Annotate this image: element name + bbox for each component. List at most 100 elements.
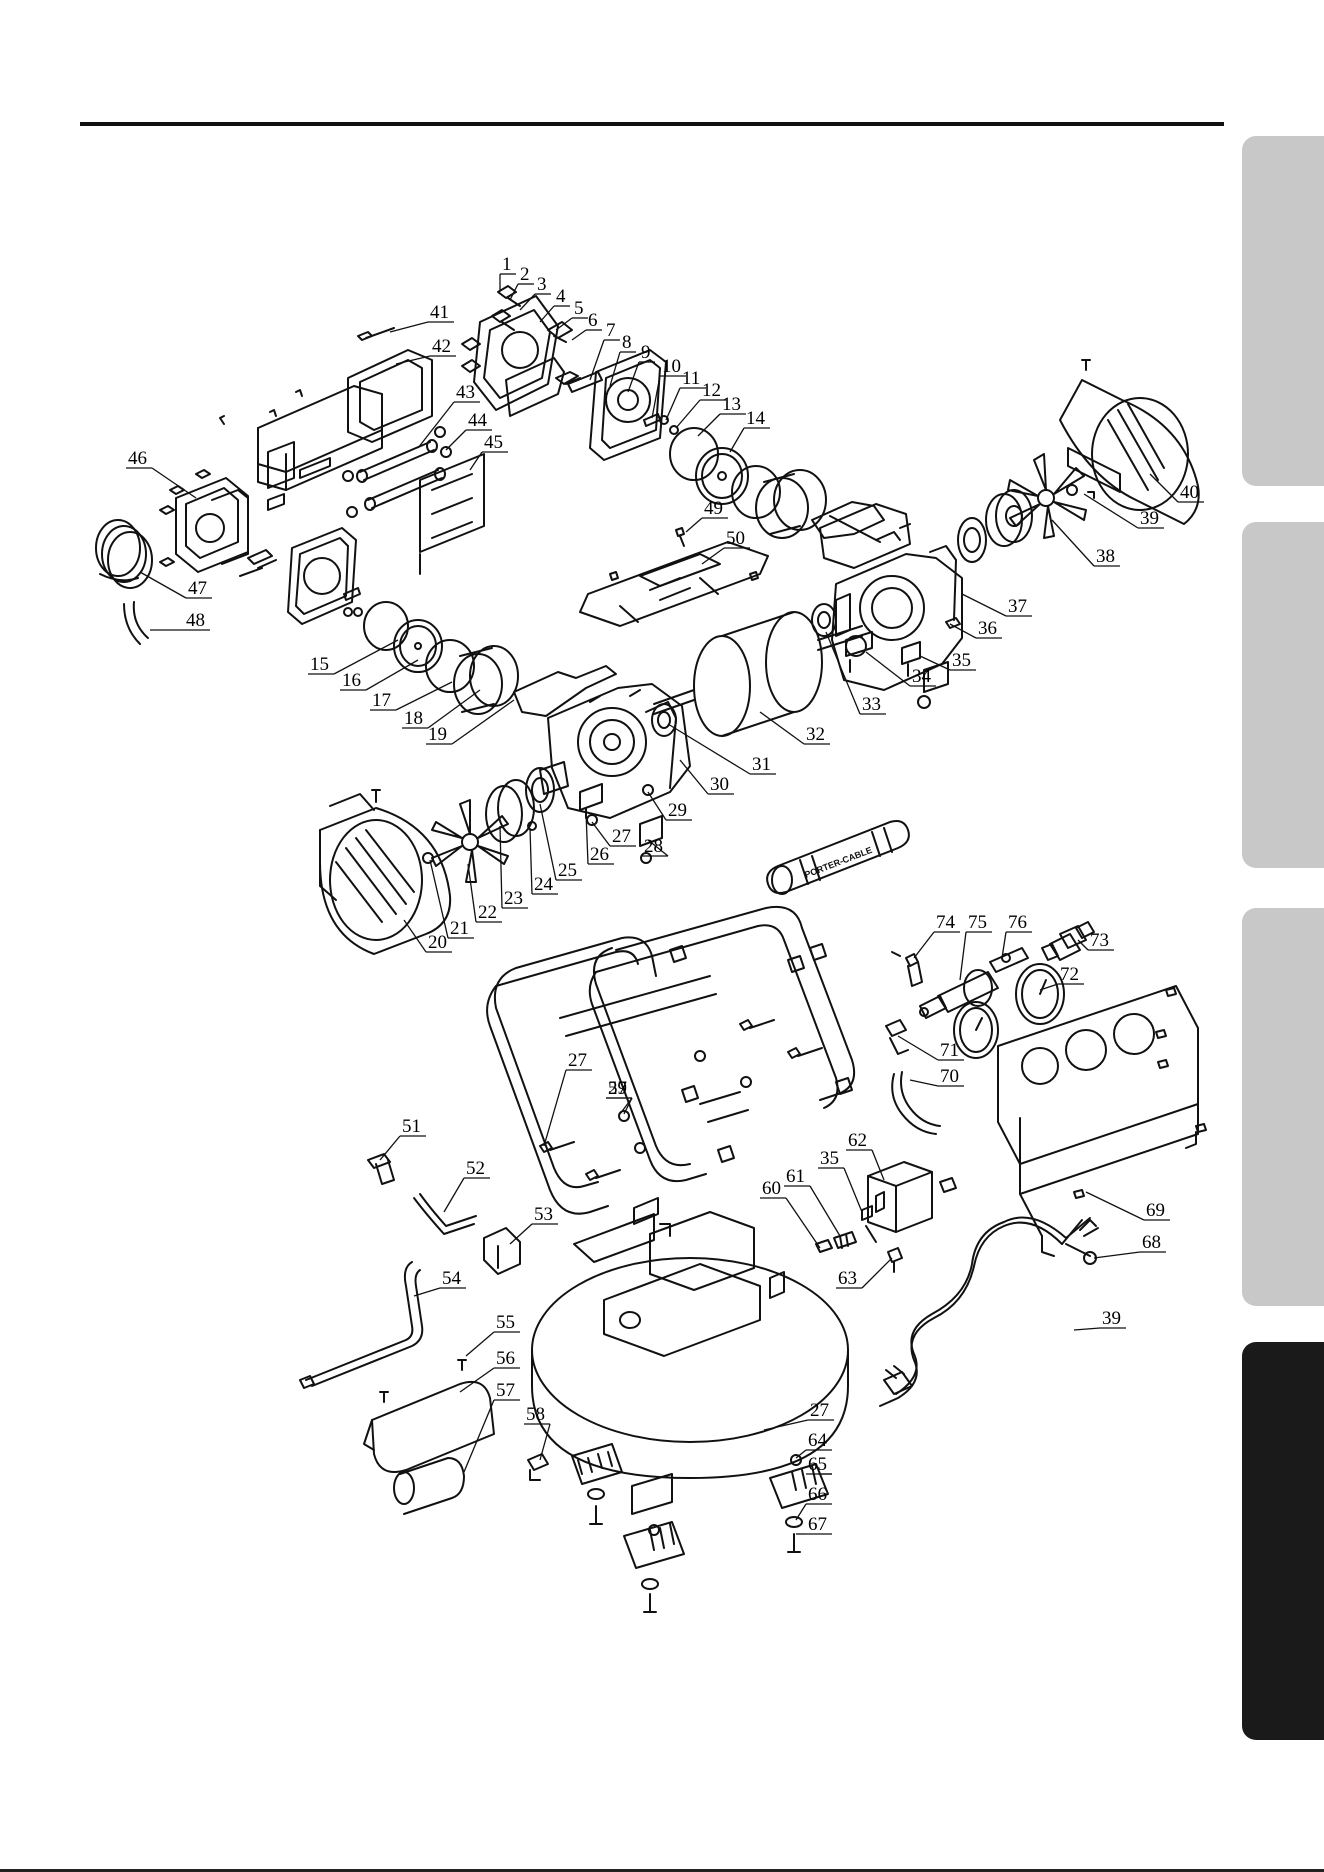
- fitting-5: [548, 322, 572, 342]
- callout-leader: [366, 660, 418, 690]
- part-callout-1: 1: [502, 254, 512, 275]
- callout-leader: [914, 932, 934, 958]
- bearing-31: [652, 704, 676, 736]
- screw-68c: [1158, 1060, 1168, 1068]
- callout-leader: [380, 1136, 400, 1160]
- washer-65: [786, 1517, 802, 1527]
- callout-leader: [960, 932, 966, 980]
- cylinder-sleeve-upper: [756, 470, 826, 538]
- screw-20: [372, 790, 380, 802]
- part-callout-29: 29: [668, 800, 687, 821]
- part-callout-47: 47: [188, 578, 207, 599]
- screw-a: [220, 416, 224, 424]
- callout-leader: [898, 1036, 938, 1060]
- part-callout-22: 22: [478, 902, 497, 923]
- tube-48: [124, 602, 148, 644]
- part-callout-56: 56: [496, 1348, 515, 1369]
- cover-55: [364, 1382, 494, 1472]
- part-callout-27: 27: [810, 1400, 829, 1421]
- part-callout-40: 40: [1180, 482, 1199, 503]
- bolt-46d: [160, 558, 174, 566]
- part-callout-21: 21: [450, 918, 469, 939]
- part-callout-10: 10: [662, 356, 681, 377]
- part-callout-39: 39: [1102, 1308, 1121, 1329]
- part-callout-19: 19: [428, 724, 447, 745]
- callout-leader: [1094, 1252, 1140, 1258]
- part-callout-61: 61: [786, 1166, 805, 1187]
- valve-6: [556, 372, 580, 384]
- ring-44d: [441, 447, 451, 457]
- part-callout-68: 68: [1142, 1232, 1161, 1253]
- motor-shroud-42: [258, 350, 432, 510]
- callout-leader: [826, 632, 860, 714]
- part-callout-65: 65: [808, 1454, 827, 1475]
- gauge-71a: [954, 1002, 998, 1058]
- nut-frame-d: [635, 1143, 645, 1153]
- callout-leader: [1074, 1328, 1100, 1330]
- foot-pad-a: [572, 1444, 622, 1484]
- callout-leader: [686, 518, 702, 532]
- regulator-75: [990, 948, 1028, 972]
- part-callout-18: 18: [404, 708, 423, 729]
- valve-60: [834, 1232, 856, 1248]
- part-callout-3: 3: [537, 274, 547, 295]
- part-callout-62: 62: [848, 1130, 867, 1151]
- part-callout-37: 37: [1008, 596, 1027, 617]
- part-callout-35: 35: [952, 650, 971, 671]
- part-callout-9: 9: [641, 342, 651, 363]
- elbow-70: [886, 1020, 908, 1054]
- nut-frame-b: [695, 1051, 705, 1061]
- part-callout-11: 11: [682, 368, 700, 389]
- callout-leader: [500, 826, 502, 908]
- nut-29: [643, 785, 653, 795]
- part-callout-74: 74: [936, 912, 956, 933]
- part-callout-34: 34: [912, 666, 932, 687]
- part-callout-59: 59: [608, 1078, 627, 1099]
- control-panel-68: [998, 986, 1198, 1256]
- part-callout-41: 41: [430, 302, 449, 323]
- part-callout-73: 73: [1090, 930, 1109, 951]
- callout-leader: [530, 828, 532, 894]
- callout-leader: [466, 1332, 494, 1356]
- part-callout-42: 42: [432, 336, 451, 357]
- part-callout-69: 69: [1146, 1200, 1165, 1221]
- part-callout-53: 53: [534, 1204, 553, 1225]
- fan-38: [1008, 454, 1086, 538]
- washer-a: [588, 1489, 604, 1499]
- callout-leader: [396, 682, 452, 710]
- part-callout-23: 23: [504, 888, 523, 909]
- callout-leader: [390, 322, 428, 332]
- callout-leader: [540, 804, 556, 880]
- screw-40: [1082, 360, 1090, 370]
- part-callout-72: 72: [1060, 964, 1079, 985]
- screw-68a: [1166, 988, 1176, 996]
- bolt-a: [590, 1506, 602, 1524]
- callout-leader: [470, 452, 482, 470]
- part-callout-43: 43: [456, 382, 475, 403]
- bolt-c: [644, 1594, 656, 1612]
- power-cord-67: [880, 1218, 1098, 1406]
- ring-44a: [343, 471, 353, 481]
- screw-41: [358, 328, 394, 340]
- part-callout-55: 55: [496, 1312, 515, 1333]
- part-callout-50: 50: [726, 528, 745, 549]
- part-callout-54: 54: [442, 1268, 462, 1289]
- screw-c: [296, 390, 302, 396]
- connecting-rod-upper: [812, 502, 884, 542]
- muffler-56: [394, 1458, 464, 1514]
- bearing-seal-upper: [958, 518, 986, 562]
- part-callout-71: 71: [940, 1040, 959, 1061]
- callout-leader: [334, 640, 398, 674]
- o-ring-13: [670, 428, 718, 480]
- gauge-71: [1016, 964, 1064, 1024]
- foot-pad-c: [624, 1522, 684, 1568]
- callout-leader: [962, 594, 1006, 616]
- callout-leader: [910, 1080, 938, 1086]
- elbow-57: [528, 1454, 548, 1480]
- bolt-46a: [196, 470, 210, 478]
- valve-7: [568, 372, 602, 392]
- callout-leader: [866, 652, 910, 686]
- part-callout-33: 33: [862, 694, 881, 715]
- part-callout-52: 52: [466, 1158, 485, 1179]
